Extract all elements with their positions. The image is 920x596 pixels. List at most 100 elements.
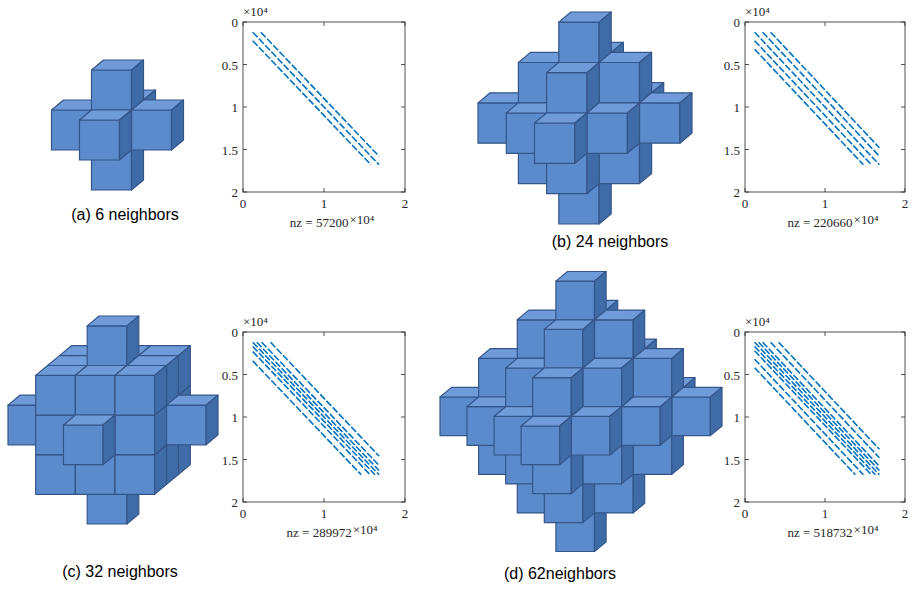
tick-mark: [745, 22, 749, 23]
axes-frame: [243, 332, 405, 502]
cube-face: [595, 320, 634, 359]
cube-face: [544, 329, 583, 368]
nonzero-band: [755, 368, 856, 475]
tick-mark: [324, 332, 325, 336]
tick-label: 2: [232, 186, 239, 199]
tick-mark: [401, 149, 405, 150]
tick-mark: [401, 502, 405, 503]
tick-mark: [901, 192, 905, 193]
tick-mark: [901, 502, 905, 503]
tick-label: 0.5: [724, 58, 740, 71]
nonzero-band: [755, 41, 872, 165]
tick-mark: [405, 332, 406, 336]
tick-label: 1: [734, 101, 741, 114]
tick-mark: [745, 374, 749, 375]
tick-mark: [745, 498, 746, 502]
tick-mark: [405, 498, 406, 502]
nonzero-band: [771, 342, 880, 458]
nz-count: nz = 289972: [287, 525, 352, 540]
axes-frame: [243, 22, 405, 192]
cube-face: [64, 425, 104, 465]
nonzero-band: [763, 342, 880, 466]
axis-exponent: ×10⁴: [745, 5, 770, 18]
cube-cluster: [8, 316, 218, 524]
cube-face: [206, 395, 218, 445]
tick-mark: [745, 417, 749, 418]
panel-caption: (b) 24 neighbors: [552, 234, 669, 250]
axis-exponent: ×10⁴: [353, 522, 378, 537]
cube-face: [80, 120, 120, 160]
tick-mark: [243, 332, 247, 333]
cube-face: [610, 407, 622, 455]
nonzero-band: [779, 342, 880, 449]
nz-line: nz = 518732×10⁴: [788, 523, 879, 539]
cube-face: [521, 426, 560, 465]
nonzero-band: [763, 32, 880, 156]
nz-count: nz = 220660: [788, 215, 853, 230]
cube-face: [627, 103, 639, 153]
nonzero-band: [253, 361, 362, 475]
tick-mark: [825, 498, 826, 502]
tick-mark: [243, 64, 247, 65]
tick-label: 0: [734, 326, 741, 339]
cube-face: [167, 405, 207, 445]
tick-mark: [401, 64, 405, 65]
nonzero-band: [253, 342, 379, 475]
tick-mark: [745, 192, 749, 193]
cube-cluster: [440, 272, 722, 552]
cube-face: [710, 387, 722, 435]
tick-mark: [401, 192, 405, 193]
tick-mark: [405, 22, 406, 26]
tick-mark: [745, 22, 746, 26]
tick-label: 0.5: [724, 368, 740, 381]
tick-label: 1: [822, 197, 829, 210]
tick-mark: [745, 332, 746, 336]
nonzero-band: [755, 342, 880, 475]
axis-exponent: ×10⁴: [854, 212, 879, 227]
cube-face: [87, 326, 127, 366]
cube-face: [583, 368, 622, 407]
tick-label: 1: [232, 411, 239, 424]
nz-count: nz = 518732: [788, 525, 853, 540]
cube-face: [36, 375, 76, 415]
tick-label: 0: [742, 507, 749, 520]
tick-label: 2: [902, 507, 909, 520]
cube-face: [172, 100, 184, 150]
nonzero-band: [755, 351, 872, 475]
tick-mark: [901, 107, 905, 108]
tick-label: 2: [232, 496, 239, 509]
cube-cluster: [52, 60, 184, 190]
tick-mark: [825, 332, 826, 336]
axes-frame: [745, 22, 905, 192]
tick-mark: [901, 459, 905, 460]
cube-face: [115, 415, 155, 455]
nonzero-band: [755, 32, 880, 165]
nonzero-band: [755, 49, 864, 165]
tick-label: 1.5: [724, 143, 740, 156]
tick-mark: [324, 188, 325, 192]
tick-mark: [243, 374, 247, 375]
tick-label: 2: [902, 197, 909, 210]
tick-mark: [905, 188, 906, 192]
tick-mark: [401, 22, 405, 23]
tick-label: 0: [240, 197, 247, 210]
tick-mark: [905, 498, 906, 502]
tick-mark: [243, 149, 247, 150]
spy-plot: [745, 332, 905, 502]
spy-plot: [243, 332, 405, 502]
tick-mark: [745, 188, 746, 192]
cube-face: [571, 416, 610, 455]
tick-label: 1: [321, 507, 328, 520]
cube-face: [633, 358, 672, 397]
tick-mark: [401, 374, 405, 375]
nonzero-band: [253, 32, 379, 165]
cube-face: [75, 375, 115, 415]
tick-mark: [901, 417, 905, 418]
tick-mark: [243, 188, 244, 192]
nz-line: nz = 289972×10⁴: [287, 523, 378, 539]
tick-label: 0: [734, 16, 741, 29]
tick-mark: [901, 22, 905, 23]
cube-face: [587, 113, 627, 153]
tick-mark: [825, 22, 826, 26]
